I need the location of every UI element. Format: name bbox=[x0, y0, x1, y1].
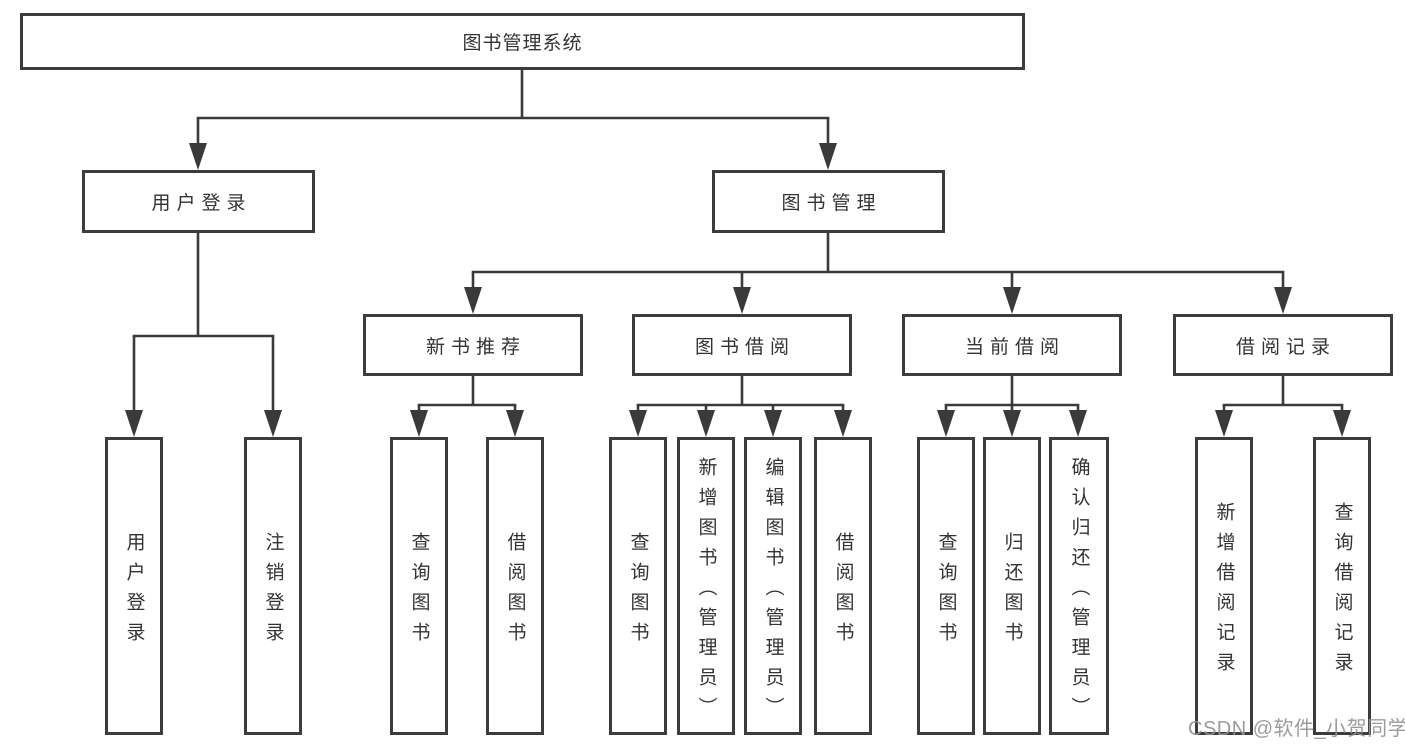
node-current-borrow-label: 当前借阅 bbox=[964, 336, 1065, 358]
leaf-confirm-return-admin-label: 确认归还（管理员） bbox=[1068, 456, 1090, 727]
leaf-add-borrow-record-label: 新增借阅记录 bbox=[1213, 501, 1235, 682]
leaf-confirm-return-admin: 确认归还（管理员） bbox=[1049, 437, 1109, 735]
node-borrow-records-label: 借阅记录 bbox=[1235, 336, 1336, 358]
leaf-query-borrow-record-label: 查询借阅记录 bbox=[1331, 501, 1353, 682]
leaf-query-borrow-record: 查询借阅记录 bbox=[1313, 437, 1371, 735]
leaf-user-login-label: 用户登录 bbox=[123, 531, 145, 652]
node-user-login-label: 用户登录 bbox=[151, 193, 252, 214]
node-new-book-recommend: 新书推荐 bbox=[363, 314, 583, 376]
node-root: 图书管理系统 bbox=[20, 13, 1025, 70]
leaf-recommend-query-book: 查询图书 bbox=[390, 437, 448, 735]
node-book-management-label: 图书管理 bbox=[781, 193, 882, 214]
node-root-label: 图书管理系统 bbox=[462, 33, 583, 54]
leaf-recommend-borrow-book: 借阅图书 bbox=[486, 437, 544, 735]
leaf-borrow-book: 借阅图书 bbox=[814, 437, 872, 735]
leaf-return-book: 归还图书 bbox=[983, 437, 1041, 735]
leaf-borrow-book-label: 借阅图书 bbox=[832, 531, 854, 652]
leaf-borrow-query-book: 查询图书 bbox=[609, 437, 667, 735]
node-current-borrow: 当前借阅 bbox=[902, 314, 1122, 376]
leaf-return-book-label: 归还图书 bbox=[1001, 531, 1023, 652]
arrowheads bbox=[125, 143, 1351, 437]
leaf-current-query-book-label: 查询图书 bbox=[935, 531, 957, 652]
leaf-user-login: 用户登录 bbox=[105, 437, 163, 735]
node-book-borrow: 图书借阅 bbox=[632, 314, 852, 376]
node-new-book-recommend-label: 新书推荐 bbox=[425, 336, 526, 358]
leaf-borrow-query-book-label: 查询图书 bbox=[627, 531, 649, 652]
leaf-current-query-book: 查询图书 bbox=[917, 437, 975, 735]
leaf-logout: 注销登录 bbox=[244, 437, 302, 735]
leaf-recommend-borrow-book-label: 借阅图书 bbox=[504, 531, 526, 652]
leaf-add-borrow-record: 新增借阅记录 bbox=[1195, 437, 1253, 735]
leaf-edit-book-admin: 编辑图书（管理员） bbox=[744, 437, 802, 735]
leaf-logout-label: 注销登录 bbox=[262, 531, 284, 652]
node-book-management: 图书管理 bbox=[712, 170, 945, 233]
node-book-borrow-label: 图书借阅 bbox=[694, 336, 795, 358]
node-user-login: 用户登录 bbox=[82, 170, 315, 233]
csdn-watermark: CSDN @软件_小贺同学 bbox=[1188, 718, 1405, 740]
leaf-edit-book-admin-label: 编辑图书（管理员） bbox=[762, 456, 784, 727]
node-borrow-records: 借阅记录 bbox=[1173, 314, 1393, 376]
leaf-recommend-query-book-label: 查询图书 bbox=[408, 531, 430, 652]
leaf-add-book-admin-label: 新增图书（管理员） bbox=[695, 456, 717, 727]
leaf-add-book-admin: 新增图书（管理员） bbox=[677, 437, 735, 735]
